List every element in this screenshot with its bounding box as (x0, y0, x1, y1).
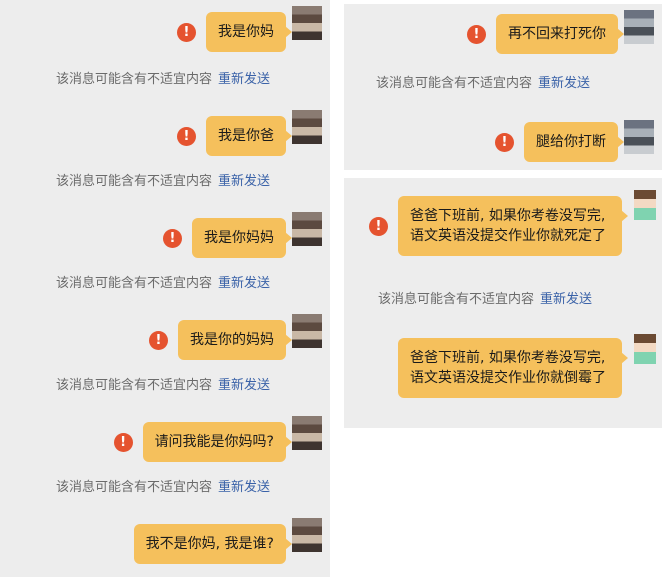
message-bubble[interactable]: 我是你的妈妈 (178, 320, 292, 360)
message-bubble[interactable]: 我不是你妈, 我是谁? (133, 524, 293, 564)
warning-icon[interactable]: ! (177, 22, 196, 42)
avatar[interactable] (292, 110, 322, 144)
avatar[interactable] (624, 120, 654, 154)
message-bubble[interactable]: 腿给你打断 (524, 122, 624, 162)
unsafe-content-notice: 该消息可能含有不适宜内容重新发送 (56, 72, 271, 87)
resend-link[interactable]: 重新发送 (218, 480, 271, 495)
avatar[interactable] (624, 10, 654, 44)
message-bubble[interactable]: 再不回来打死你 (496, 14, 624, 54)
message-row: ! 我是你妈 (177, 12, 292, 52)
resend-link[interactable]: 重新发送 (540, 292, 593, 307)
message-bubble[interactable]: 我是你爸 (206, 116, 292, 156)
message-row: ! 我是你的妈妈 (149, 320, 292, 360)
message-row: 爸爸下班前, 如果你考卷没写完, 语文英语没提交作业你就倒霉了 (398, 338, 628, 398)
avatar[interactable] (292, 6, 322, 40)
warning-icon[interactable]: ! (495, 132, 514, 152)
unsafe-content-notice: 该消息可能含有不适宜内容重新发送 (56, 276, 271, 291)
unsafe-content-notice: 该消息可能含有不适宜内容重新发送 (56, 378, 271, 393)
avatar[interactable] (634, 334, 656, 364)
warning-icon[interactable]: ! (113, 432, 133, 452)
resend-link[interactable]: 重新发送 (538, 76, 591, 91)
warning-icon[interactable]: ! (163, 228, 182, 248)
resend-link[interactable]: 重新发送 (218, 72, 271, 87)
message-row: ! 再不回来打死你 (467, 14, 624, 54)
avatar[interactable] (634, 190, 656, 220)
unsafe-content-notice: 该消息可能含有不适宜内容重新发送 (56, 480, 271, 495)
avatar[interactable] (292, 314, 322, 348)
resend-link[interactable]: 重新发送 (218, 378, 271, 393)
message-bubble[interactable]: 爸爸下班前, 如果你考卷没写完, 语文英语没提交作业你就死定了 (398, 196, 628, 256)
resend-link[interactable]: 重新发送 (218, 174, 271, 189)
message-row: ! 爸爸下班前, 如果你考卷没写完, 语文英语没提交作业你就死定了 (369, 196, 628, 256)
resend-link[interactable]: 重新发送 (218, 276, 271, 291)
message-bubble[interactable]: 请问我能是你妈吗? (142, 422, 293, 462)
message-row: ! 请问我能是你妈吗? (113, 422, 293, 462)
message-bubble[interactable]: 爸爸下班前, 如果你考卷没写完, 语文英语没提交作业你就倒霉了 (398, 338, 628, 398)
avatar[interactable] (292, 212, 322, 246)
message-row: ! 我是你妈妈 (163, 218, 292, 258)
chat-panel-right-bottom: ! 爸爸下班前, 如果你考卷没写完, 语文英语没提交作业你就死定了 该消息可能含… (344, 178, 662, 428)
warning-icon[interactable]: ! (467, 24, 486, 44)
unsafe-content-notice: 该消息可能含有不适宜内容重新发送 (56, 174, 271, 189)
unsafe-content-notice: 该消息可能含有不适宜内容重新发送 (378, 292, 593, 307)
avatar[interactable] (292, 518, 322, 552)
unsafe-content-notice: 该消息可能含有不适宜内容重新发送 (376, 76, 591, 91)
message-row: 我不是你妈, 我是谁? (133, 524, 293, 564)
message-bubble[interactable]: 我是你妈 (206, 12, 292, 52)
message-bubble[interactable]: 我是你妈妈 (192, 218, 292, 258)
chat-panel-right-top: ! 再不回来打死你 该消息可能含有不适宜内容重新发送 ! 腿给你打断 (344, 4, 662, 170)
avatar[interactable] (292, 416, 322, 450)
warning-icon[interactable]: ! (177, 126, 196, 146)
message-row: ! 我是你爸 (177, 116, 292, 156)
warning-icon[interactable]: ! (369, 216, 388, 236)
warning-icon[interactable]: ! (149, 330, 168, 350)
chat-panel-left: ! 我是你妈 该消息可能含有不适宜内容重新发送 ! 我是你爸 该消息可能含有不适… (0, 0, 330, 577)
message-row: ! 腿给你打断 (495, 122, 624, 162)
